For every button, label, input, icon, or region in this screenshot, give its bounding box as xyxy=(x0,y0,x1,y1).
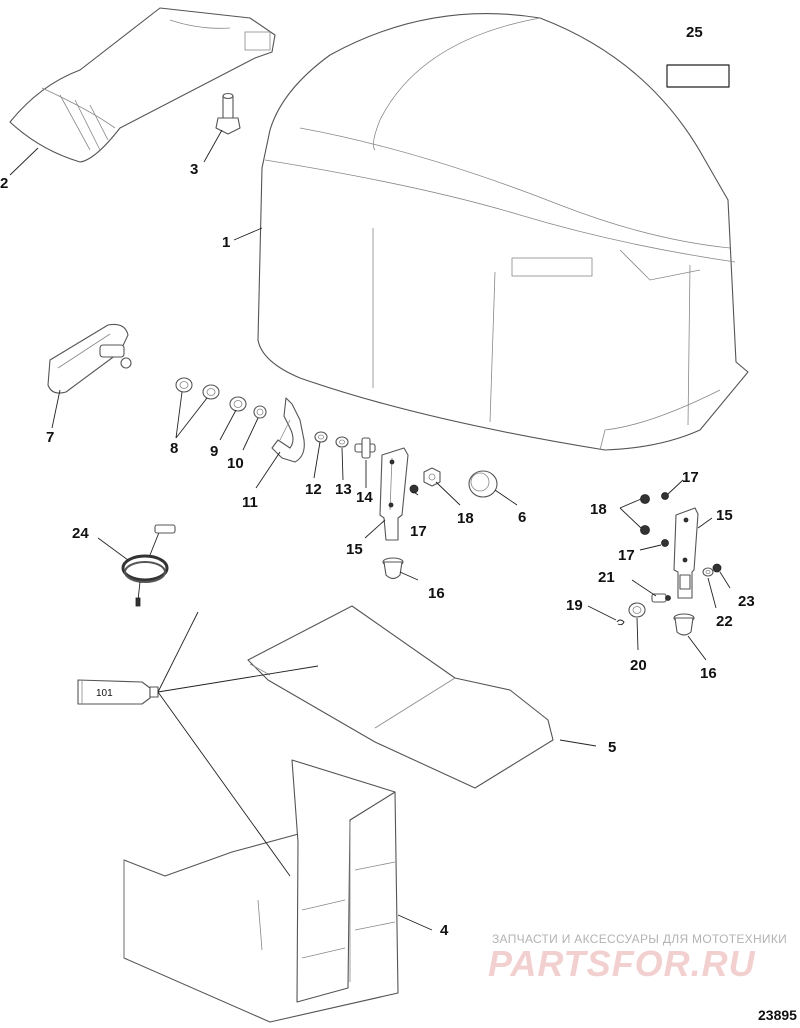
callout-25: 25 xyxy=(686,24,703,41)
clip-part-19 xyxy=(616,619,625,626)
callout-20: 20 xyxy=(630,657,647,674)
callout-3: 3 xyxy=(190,161,198,178)
screw-part-3 xyxy=(215,92,241,135)
latch-bracket-part-15-right xyxy=(673,507,699,599)
callout-6: 6 xyxy=(518,509,526,526)
washer-part-13 xyxy=(335,436,349,448)
callout-labels: 1 2 3 4 5 6 7 8 9 10 11 12 13 14 15 16 1… xyxy=(0,24,755,939)
roller-part-20 xyxy=(628,602,646,618)
washer-part-17-left xyxy=(409,484,419,494)
bumper-part-16-left xyxy=(382,557,404,580)
bumper-part-16-right xyxy=(673,613,695,636)
callout-16-left: 16 xyxy=(428,585,445,602)
nut-part-23 xyxy=(712,563,722,573)
latch-bracket-part-15-left xyxy=(379,447,409,541)
callout-13: 13 xyxy=(335,481,352,498)
drawing-number: 23895 xyxy=(758,1007,797,1023)
sealant-tube-label: 101 xyxy=(96,688,113,699)
callout-14: 14 xyxy=(356,489,373,506)
callout-11: 11 xyxy=(242,494,258,511)
callout-23: 23 xyxy=(738,593,755,610)
washer-part-17-right-top xyxy=(661,492,669,500)
grommet-part-6 xyxy=(468,470,498,498)
callout-21: 21 xyxy=(598,569,615,586)
callout-18-left: 18 xyxy=(457,510,474,527)
washer-part-17-right-bottom xyxy=(661,539,669,547)
callout-7: 7 xyxy=(46,429,54,446)
callout-19: 19 xyxy=(566,597,583,614)
washer-part-22 xyxy=(702,567,714,577)
callout-22: 22 xyxy=(716,613,733,630)
callout-18-right: 18 xyxy=(590,501,607,518)
callout-8: 8 xyxy=(170,440,178,457)
washer-part-12 xyxy=(314,431,328,443)
callout-9: 9 xyxy=(210,443,218,460)
seal-panel-part-5 xyxy=(247,605,554,789)
callout-10: 10 xyxy=(227,455,244,472)
callout-4: 4 xyxy=(440,922,449,939)
latch-hook-part-11 xyxy=(271,397,305,463)
vent-cover-part-2 xyxy=(9,7,276,163)
callout-2: 2 xyxy=(0,175,8,192)
sealant-tube-101 xyxy=(77,679,159,705)
callout-15-left: 15 xyxy=(346,541,363,558)
watermark-logo: PARTSFOR.RU xyxy=(488,943,756,984)
bushings-part-8 xyxy=(175,377,220,400)
liner-part-4 xyxy=(123,759,399,1023)
nut-part-18-left xyxy=(423,467,441,487)
wire-harness-part-24 xyxy=(121,524,176,607)
callout-5: 5 xyxy=(608,739,616,756)
handle-part-7 xyxy=(47,323,132,394)
callout-17-right-bottom: 17 xyxy=(618,547,635,564)
leader-lines xyxy=(9,129,731,931)
callout-17-right-top: 17 xyxy=(682,469,699,486)
washer-part-9 xyxy=(229,396,247,412)
top-cowl-part-1 xyxy=(257,13,749,451)
decal-part-25 xyxy=(666,64,730,88)
callout-15-right: 15 xyxy=(716,507,733,524)
callout-17-left: 17 xyxy=(410,523,427,540)
watermark: ЗАПЧАСТИ И АКСЕССУАРЫ ДЛЯ МОТОТЕХНИКИ PA… xyxy=(488,932,787,984)
callout-24: 24 xyxy=(72,525,89,542)
callout-12: 12 xyxy=(305,481,322,498)
nuts-part-18-right xyxy=(640,494,650,535)
watermark-tagline: ЗАПЧАСТИ И АКСЕССУАРЫ ДЛЯ МОТОТЕХНИКИ xyxy=(492,932,787,946)
washer-part-10 xyxy=(253,405,267,419)
callout-1: 1 xyxy=(222,234,230,251)
callout-16-right: 16 xyxy=(700,665,717,682)
bolt-part-14 xyxy=(354,437,376,459)
